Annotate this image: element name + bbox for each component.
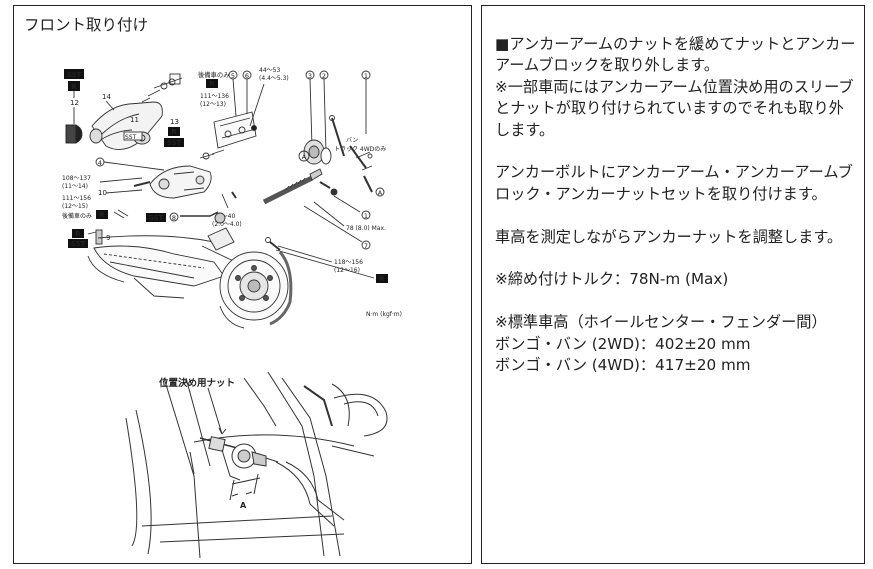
badge-sst-8: SST (149, 214, 164, 222)
callout-11: 11 (130, 116, 139, 124)
ride-height-title: ※標準車高（ホイールセンター・フェンダー間） (495, 313, 827, 332)
label-torque-108: 108～137 (62, 175, 91, 182)
callout-11-sst: SST (125, 134, 137, 141)
badge-sst-top: SST (64, 69, 84, 79)
instruction-para-2: ※一部車両にはアンカーアーム位置決め用のスリーブとナットが取り付けられていますの… (495, 77, 854, 139)
callout-5: 5 (231, 72, 235, 80)
label-truck-4wd: トラック 4WDのみ (334, 146, 386, 153)
installed-nut-illustration: 位置決め用ナット (125, 371, 388, 559)
ride-height-4wd: ボンゴ・バン (4WD)：417±20 mm (495, 356, 751, 375)
callout-10: 10 (98, 189, 107, 197)
label-dimension-a: A (240, 501, 247, 510)
label-torque-111-top: 111～136 (200, 93, 229, 100)
callout-1-top: 1 (364, 72, 368, 80)
callout-4: 4 (98, 159, 102, 167)
right-panel: ■アンカーアームのナットを緩めてナットとアンカーアームブロックを取り外します。 … (481, 5, 865, 564)
label-replace-only-left: 後備車のみ (62, 212, 92, 220)
callout-6: 6 (245, 72, 249, 80)
label-unit: N·m (kgf·m) (366, 311, 402, 318)
label-torque-118: 118～156 (334, 259, 363, 266)
instruction-text: ■アンカーアームのナットを緩めてナットとアンカーアームブロックを取り外します。 … (495, 34, 859, 376)
label-torque-44-kgf: (4.4～5.3) (259, 75, 289, 82)
label-torque-20-kgf: (2.0～4.0) (212, 221, 242, 228)
callout-12: 12 (70, 99, 79, 107)
instruction-para-1: ■アンカーアームのナットを緩めてナットとアンカーアームブロックを取り外します。 (495, 35, 856, 75)
label-position-nut: 位置決め用ナット (159, 377, 235, 389)
torque-note: ※締め付けトルク：78N-m (Max) (495, 270, 729, 289)
callout-2: 2 (322, 72, 326, 80)
badge-r-top: R (68, 81, 80, 91)
ride-height-2wd: ボンゴ・バン (2WD)：402±20 mm (495, 334, 751, 353)
instruction-para-3: アンカーボルトにアンカーアーム・アンカーアームブロック・アンカーナットセットを取… (495, 163, 853, 203)
badge-sst-left: SST (71, 240, 86, 248)
suspension-diagram: SST R 12 14 (62, 67, 402, 559)
callout-3: 3 (308, 72, 312, 80)
badge-sst-13: SST (167, 139, 182, 147)
label-torque-108-kgf: (11～14) (62, 183, 88, 190)
label-torque-44: 44～53 (259, 67, 280, 74)
left-panel: フロント取り付け SST R 12 14 (13, 5, 472, 564)
callout-9: 9 (106, 234, 110, 242)
badge-r-left: R (75, 230, 81, 238)
label-torque-111-top-kgf: (12～13) (200, 101, 226, 108)
badge-r-side: R (99, 211, 105, 219)
section-title: フロント取り付け (24, 16, 149, 34)
label-torque-78: 78 (8.0) Max. (346, 225, 386, 232)
callout-8: 8 (172, 214, 176, 222)
label-replace-only-top: 後備車のみ (198, 70, 229, 79)
callout-7: 7 (364, 242, 368, 250)
callout-a-top: A (302, 153, 307, 161)
callout-a-right: A (378, 189, 383, 197)
badge-r-bottom: R (379, 275, 385, 283)
instruction-para-4: 車高を測定しながらアンカーナットを調整します。 (495, 227, 843, 246)
label-van: バン (346, 137, 358, 144)
badge-r-top-text: R (71, 83, 77, 91)
badge-r-13: R (171, 128, 177, 136)
label-torque-111-left-kgf: (12～15) (62, 203, 88, 210)
callout-1-bottom: 1 (364, 212, 368, 220)
callout-14: 14 (102, 93, 111, 101)
badge-sst-top-text: SST (67, 71, 82, 79)
badge-r-mid: R (209, 80, 215, 88)
label-torque-111-left: 111～156 (62, 195, 91, 202)
callout-13: 13 (170, 118, 179, 126)
